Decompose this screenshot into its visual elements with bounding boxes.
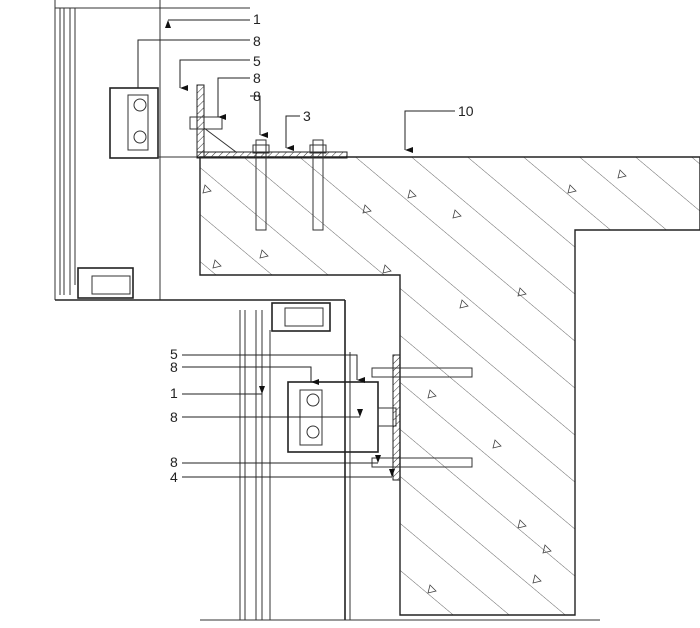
concrete-slab — [199, 156, 700, 616]
anchor-bolt — [252, 139, 327, 231]
upper-transom-profile — [77, 267, 134, 299]
label-8-upper: 8 — [253, 33, 261, 49]
label-8-anchor: 8 — [253, 88, 261, 104]
upper-curtain-wall — [54, 0, 345, 301]
upper-bracket-assembly — [109, 84, 348, 231]
label-1-upper: 1 — [253, 11, 261, 27]
lower-transom-profile — [271, 302, 331, 332]
label-8-lower-bolt: 8 — [170, 409, 178, 425]
label-10: 10 — [458, 103, 474, 119]
label-8-lower-anchor: 8 — [170, 454, 178, 470]
label-5-lower: 5 — [170, 346, 178, 362]
label-8-bolt: 8 — [253, 70, 261, 86]
leader-lines — [137, 19, 455, 478]
aggregate-marks — [202, 169, 627, 594]
label-8-lower: 8 — [170, 359, 178, 375]
label-1-lower: 1 — [170, 385, 178, 401]
bolt — [189, 116, 223, 130]
label-5-upper: 5 — [253, 53, 261, 69]
label-4: 4 — [170, 469, 178, 485]
label-3: 3 — [303, 108, 311, 124]
lower-curtain-wall — [200, 300, 600, 621]
